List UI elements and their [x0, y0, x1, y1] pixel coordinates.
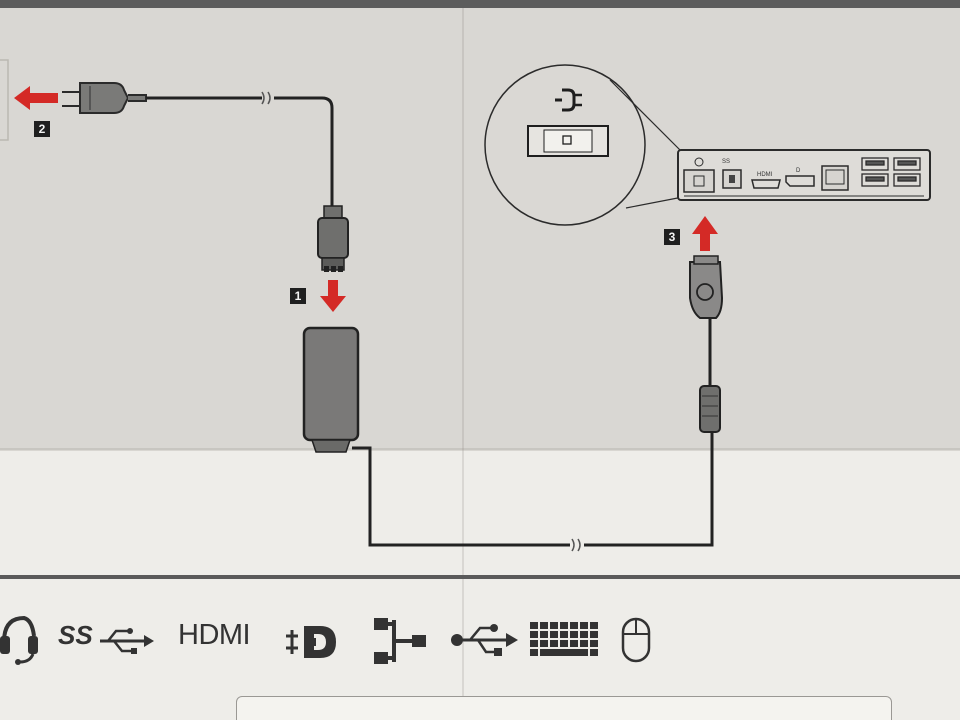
dock-displayport-port	[785, 175, 815, 187]
top-border-rule	[0, 0, 960, 8]
step-2-badge: 2	[34, 121, 50, 137]
paper-upper-panel	[0, 0, 960, 450]
step-3-badge: 3	[664, 229, 680, 245]
step1-arrow	[320, 280, 346, 312]
ac-plug-icon	[62, 82, 147, 114]
dc-cable-segment-b	[584, 432, 714, 547]
dc-cable-segment-a	[352, 446, 570, 547]
dock-dc-port	[683, 169, 715, 193]
docking-station-rear: SS HDMI D	[677, 149, 931, 201]
cord-break-mark-b	[571, 538, 581, 552]
keyboard-icon	[530, 622, 598, 656]
mouse-icon	[621, 617, 651, 663]
step2-arrow	[14, 86, 58, 110]
dock-usb-a-ports	[861, 157, 921, 187]
step3-arrow	[692, 216, 718, 251]
connection-diagram: SS HDMI D	[0, 59, 931, 552]
ss-label: SS	[58, 620, 93, 650]
svg-text:D: D	[796, 168, 801, 174]
section-divider	[0, 575, 960, 579]
power-adapter-icon	[302, 326, 360, 453]
vertical-fold-line	[462, 0, 464, 720]
dock-hdmi-port	[751, 179, 781, 189]
hdmi-label: HDMI	[178, 619, 251, 651]
paper-lower-panel	[0, 450, 960, 720]
port-magnifier	[484, 64, 691, 226]
cord-break-mark-a	[261, 91, 271, 105]
ferrite-bead-icon	[699, 385, 721, 433]
c5-connector-icon	[317, 205, 349, 272]
dock-hdmi-label: HDMI	[757, 172, 773, 178]
usb-icon	[451, 624, 518, 656]
ac-cord-segment-b	[274, 96, 334, 208]
left-frame-edge	[0, 59, 9, 141]
headset-icon	[0, 615, 38, 665]
horizontal-fold-line	[0, 448, 960, 451]
ethernet-icon	[374, 618, 426, 664]
svg-text:SS: SS	[722, 159, 730, 165]
dc-input-icon	[555, 88, 582, 112]
step-1-badge: 1	[290, 288, 306, 304]
usb-superspeed-icon	[100, 628, 154, 654]
dc-barrel-connector-icon	[689, 255, 724, 319]
displayport-icon	[286, 626, 336, 658]
bottom-text-box	[236, 696, 892, 720]
